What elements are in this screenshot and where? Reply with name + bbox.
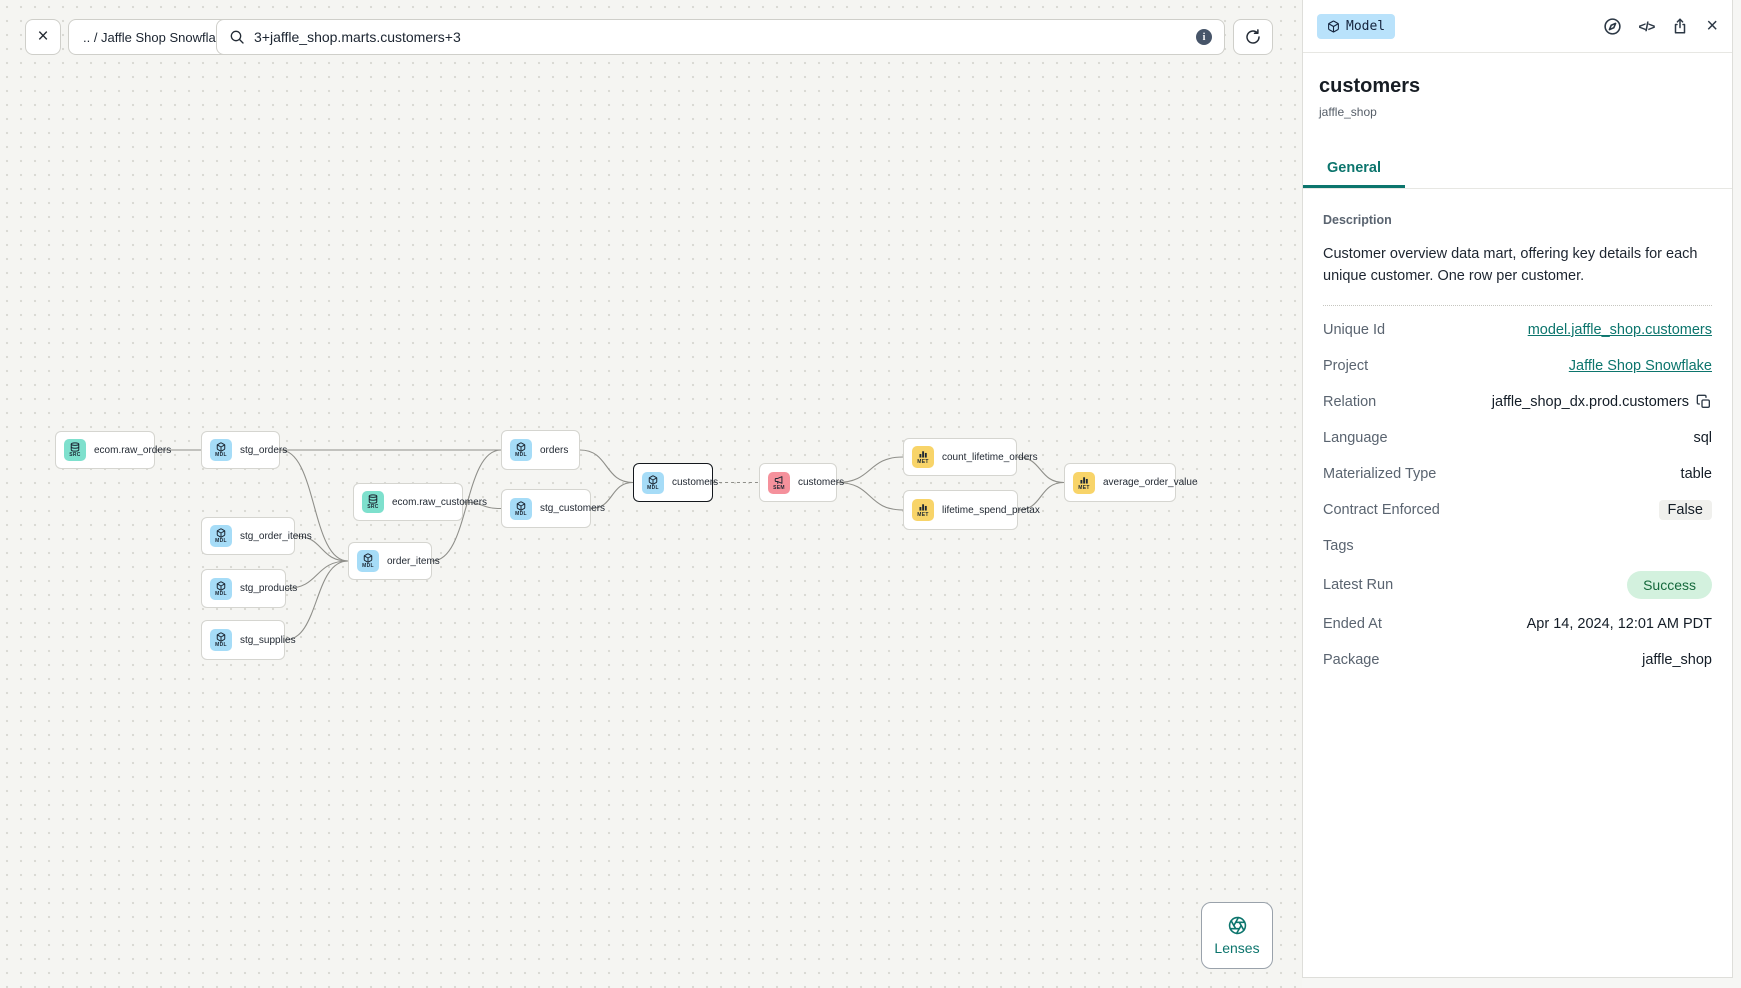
field-value: sql (1693, 429, 1712, 446)
model-icon: MDL (210, 525, 232, 547)
close-lineage-button[interactable]: × (25, 19, 61, 55)
field-row-materialized-type: Materialized Type table (1323, 456, 1712, 492)
field-label: Relation (1323, 393, 1377, 410)
info-icon[interactable]: i (1196, 29, 1212, 45)
field-value: Apr 14, 2024, 12:01 AM PDT (1526, 615, 1712, 632)
model-icon: MDL (210, 439, 232, 461)
breadcrumb[interactable]: .. / Jaffle Shop Snowflake (68, 19, 245, 55)
model-icon: MDL (510, 439, 532, 461)
field-value: Jaffle Shop Snowflake (1569, 358, 1712, 374)
model-icon: MDL (210, 577, 232, 600)
search-input[interactable] (254, 29, 1187, 45)
lineage-search-bar: i (216, 19, 1225, 55)
field-value: Success (1627, 570, 1712, 599)
field-label: Unique Id (1323, 321, 1386, 338)
status-badge: False (1658, 499, 1712, 520)
refresh-button[interactable] (1233, 19, 1273, 55)
field-row-unique-id: Unique Id model.jaffle_shop.customers (1323, 312, 1712, 348)
field-value: table (1680, 465, 1712, 482)
lineage-edges (154, 449, 1065, 641)
description-label: Description (1323, 213, 1392, 227)
field-label: Tags (1323, 537, 1354, 554)
field-link[interactable]: Jaffle Shop Snowflake (1568, 357, 1712, 374)
copy-icon[interactable] (1696, 394, 1712, 410)
field-row-ended-at: Ended At Apr 14, 2024, 12:01 AM PDT (1323, 606, 1712, 642)
explore-compass-icon[interactable] (1603, 17, 1622, 36)
model-icon: MDL (642, 471, 664, 494)
field-row-project: Project Jaffle Shop Snowflake (1323, 348, 1712, 384)
model-icon: MDL (210, 629, 232, 651)
field-label: Project (1323, 357, 1369, 374)
package-subtitle: jaffle_shop (1319, 105, 1377, 119)
description-text: Customer overview data mart, offering ke… (1323, 246, 1698, 284)
metric-icon: MET (1073, 471, 1095, 494)
field-row-latest-run: Latest Run Success (1323, 564, 1712, 606)
lenses-label: Lenses (1214, 939, 1260, 956)
field-row-relation: Relation jaffle_shop_dx.prod.customers (1323, 384, 1712, 420)
refresh-icon (1244, 28, 1262, 46)
field-label: Contract Enforced (1323, 501, 1440, 518)
field-label: Language (1323, 429, 1388, 446)
field-label: Latest Run (1323, 576, 1394, 593)
model-icon: MDL (357, 550, 379, 572)
search-icon (229, 29, 245, 45)
resource-type-label: Model (1346, 18, 1386, 34)
field-link[interactable]: model.jaffle_shop.customers (1527, 321, 1712, 338)
semantic-model-icon: SEM (768, 471, 790, 494)
field-row-language: Language sql (1323, 420, 1712, 456)
panel-tabs: General (1303, 149, 1732, 189)
model-icon: MDL (510, 497, 532, 520)
field-label: Ended At (1323, 615, 1382, 632)
metric-icon: MET (912, 446, 934, 468)
page-title: customers (1319, 75, 1421, 97)
status-badge: Success (1627, 570, 1712, 599)
field-label: Materialized Type (1323, 465, 1437, 482)
details-panel: Model </> × customers jaffle_shop Genera… (1302, 0, 1733, 978)
panel-header: Model </> × (1303, 0, 1732, 53)
source-icon: SRC (64, 439, 86, 461)
cube-icon (1327, 20, 1340, 33)
lenses-button[interactable]: Lenses (1201, 902, 1273, 969)
field-row-contract-enforced: Contract Enforced False (1323, 492, 1712, 528)
close-panel-icon[interactable]: × (1706, 15, 1718, 37)
metric-icon: MET (912, 499, 934, 521)
field-value: jaffle_shop (1642, 651, 1712, 668)
code-icon[interactable]: </> (1638, 18, 1656, 34)
field-label: Package (1323, 651, 1380, 668)
field-value: jaffle_shop_dx.prod.customers (1492, 394, 1712, 410)
share-icon[interactable] (1671, 17, 1689, 35)
field-row-tags: Tags (1323, 528, 1712, 564)
resource-type-badge: Model (1317, 13, 1396, 39)
field-row-package: Package jaffle_shop (1323, 642, 1712, 678)
field-value: False (1658, 499, 1712, 520)
divider (1323, 304, 1712, 306)
source-icon: SRC (362, 491, 384, 513)
field-value: model.jaffle_shop.customers (1528, 322, 1712, 338)
aperture-icon (1228, 916, 1247, 935)
tab-general[interactable]: General (1303, 149, 1405, 188)
